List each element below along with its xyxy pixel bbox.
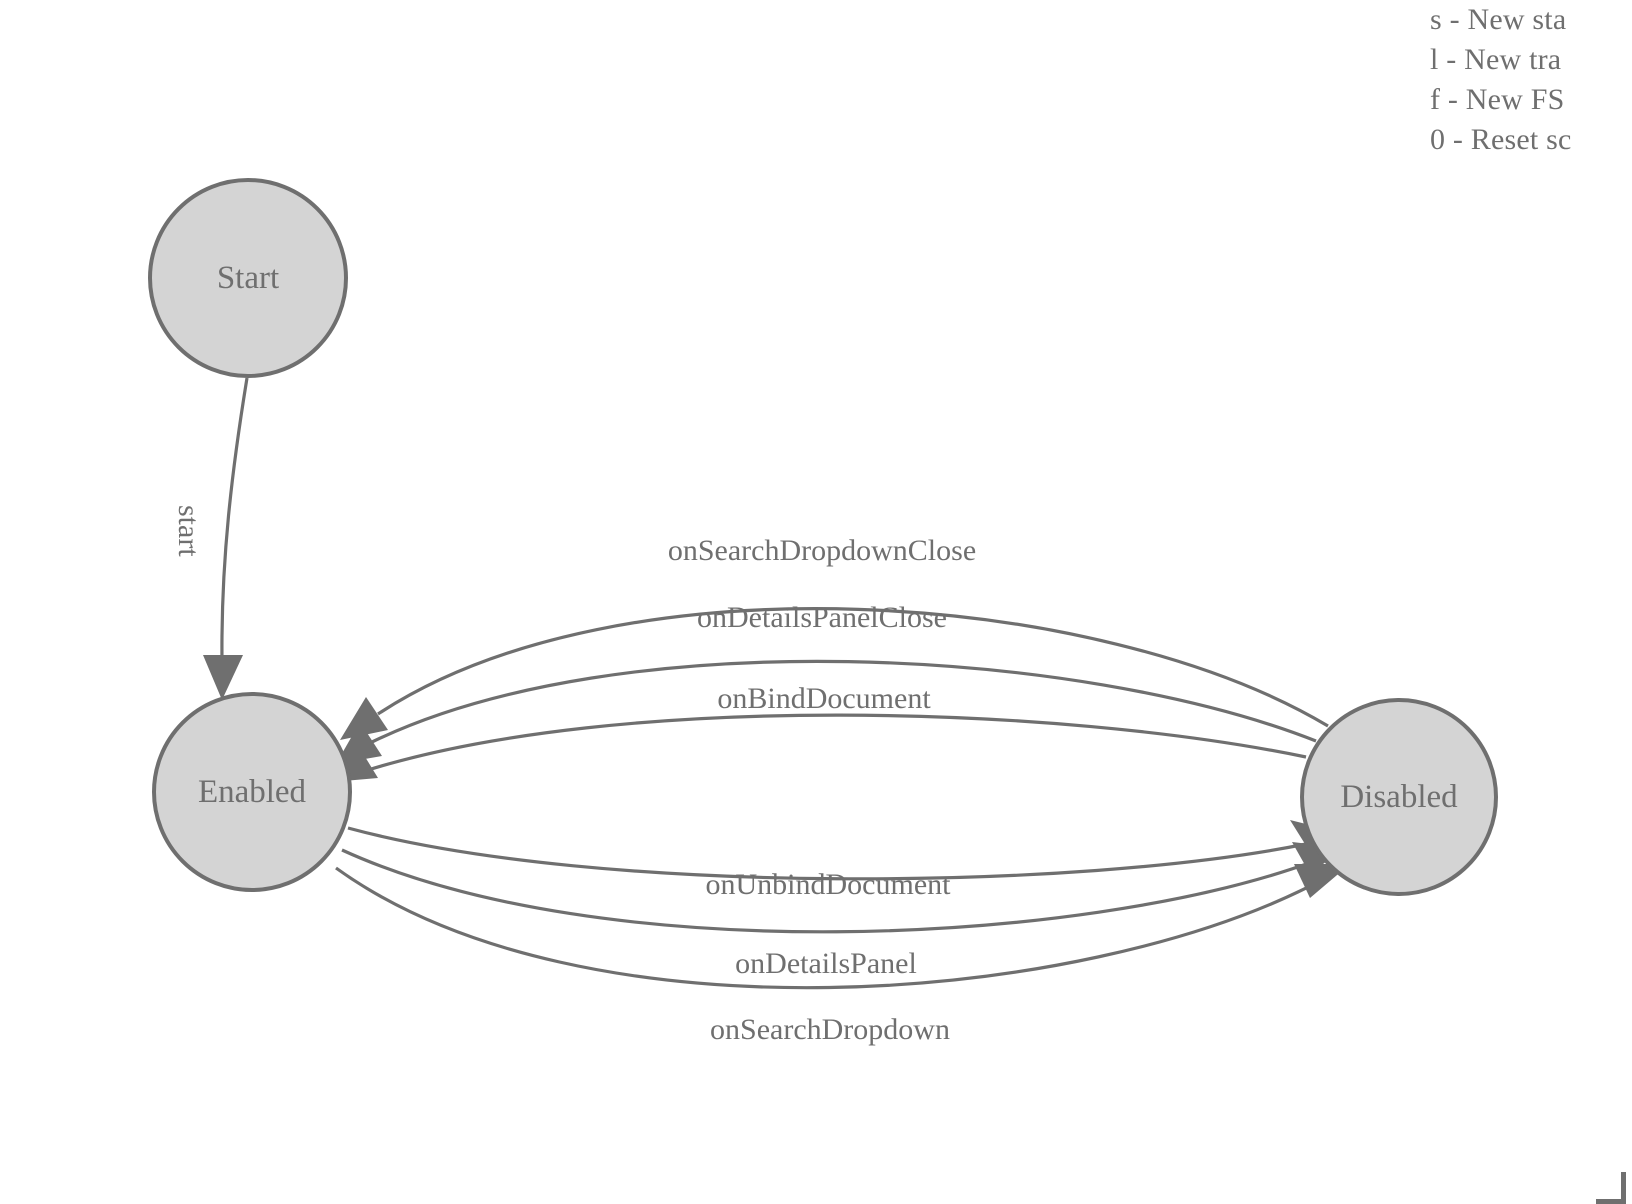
- transition-start-to-enabled-path: [220, 377, 249, 661]
- transition-on-unbind-document-path: [347, 826, 1307, 881]
- state-node-disabled-label: Disabled: [1340, 778, 1458, 815]
- transition-on-bind-document[interactable]: [332, 713, 1307, 782]
- state-node-disabled[interactable]: Disabled: [1300, 698, 1498, 896]
- transition-label-on-details-panel-close[interactable]: onDetailsPanelClose: [697, 601, 947, 634]
- transition-label-start[interactable]: start: [172, 505, 205, 557]
- arrowhead-on-details-panel-close: [336, 722, 382, 764]
- arrowhead-on-search-dropdown-close: [340, 697, 388, 740]
- state-node-enabled-label: Enabled: [197, 773, 307, 810]
- transition-on-search-dropdown-path: [335, 866, 1319, 990]
- transition-label-on-bind-document[interactable]: onBindDocument: [717, 682, 931, 715]
- transition-on-search-dropdown-close[interactable]: [340, 607, 1329, 740]
- transition-on-details-panel-close[interactable]: [336, 659, 1317, 764]
- transition-label-on-unbind-document[interactable]: onUnbindDocument: [705, 868, 951, 901]
- transition-on-details-panel-close-path: [371, 659, 1317, 744]
- resize-corner-horizontal-bar: [1596, 1199, 1626, 1204]
- arrowhead-start-to-enabled: [203, 655, 243, 700]
- state-node-enabled[interactable]: Enabled: [152, 692, 352, 892]
- transition-start-to-enabled[interactable]: [203, 377, 249, 700]
- resize-corner-vertical-bar: [1621, 1172, 1626, 1204]
- transition-label-on-search-dropdown-close[interactable]: onSearchDropdownClose: [667, 534, 977, 567]
- transition-label-on-details-panel[interactable]: onDetailsPanel: [735, 947, 917, 980]
- state-node-start[interactable]: Start: [148, 178, 348, 378]
- resize-corner-handle[interactable]: [1596, 1172, 1632, 1204]
- transition-on-search-dropdown-close-path: [377, 607, 1329, 728]
- transition-on-details-panel-path: [341, 848, 1313, 934]
- state-node-start-label: Start: [216, 259, 280, 296]
- transition-on-bind-document-path: [367, 713, 1307, 772]
- transition-label-on-search-dropdown[interactable]: onSearchDropdown: [710, 1013, 950, 1046]
